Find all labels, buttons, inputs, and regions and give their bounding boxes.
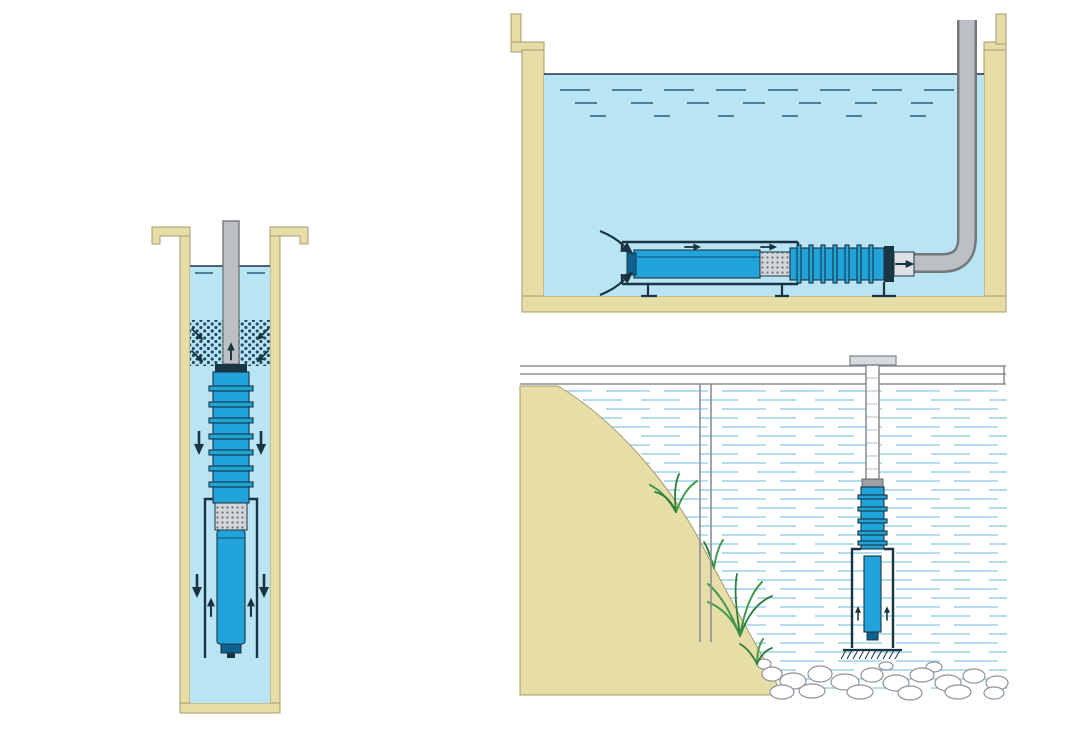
pond-rocks [756, 658, 1009, 701]
tank-left-wall [521, 49, 545, 299]
riser-pipe-ticks [866, 377, 879, 470]
plant-sprig [703, 539, 724, 569]
tank-motor-end-cap [626, 252, 637, 276]
tank-flow-arrows [599, 229, 916, 297]
tank-right-rim-lip [995, 13, 1007, 45]
well-ground-left-flange [151, 226, 191, 245]
support-structure [520, 365, 1006, 642]
tank-motor [633, 249, 761, 279]
tank-walls [510, 13, 1007, 313]
suction-strainer [214, 502, 248, 531]
well-casing-left-wall [179, 235, 191, 713]
motor [216, 529, 246, 645]
well-shroud [203, 497, 259, 658]
well-pump-unit [208, 364, 254, 658]
well-casing-right-wall [269, 235, 281, 713]
tank-pump-stage-ribs [796, 244, 874, 284]
tank-shroud [620, 240, 800, 286]
pump-stage-ribs [208, 385, 254, 488]
pond-shroud [850, 547, 895, 648]
pond-riser-pipe [865, 364, 880, 482]
pond-motor [863, 555, 882, 633]
plant-clump-small [739, 638, 773, 665]
plant-clump-mid [649, 473, 698, 513]
well-bottom [179, 702, 281, 714]
pump-discharge-head [215, 364, 247, 372]
pond-motor-end-cap [866, 631, 879, 641]
pond-pump-stage-ribs [857, 494, 888, 546]
tank-surface-dashes [560, 89, 970, 117]
pump-adapter [861, 478, 884, 488]
tank-discharge-pipe [914, 20, 977, 273]
pond-base [840, 648, 902, 660]
tank-supports [641, 282, 896, 298]
borehole-installation-diagram [151, 220, 309, 714]
tank-right-wall [983, 49, 1007, 299]
tank-pump-unit [626, 244, 915, 284]
tank-bottom [521, 295, 1007, 313]
pond-installation-diagram [519, 355, 1009, 701]
pond-pump-unit [840, 478, 902, 660]
pipe-flange [849, 355, 897, 366]
tank-horizontal-installation-diagram [510, 13, 1007, 313]
tank-left-rim-lip [510, 13, 522, 45]
well-ground-right-flange [269, 226, 309, 245]
tank-suction-strainer [759, 251, 791, 277]
tank-check-valve [884, 246, 894, 282]
motor-end-cap [220, 643, 242, 654]
